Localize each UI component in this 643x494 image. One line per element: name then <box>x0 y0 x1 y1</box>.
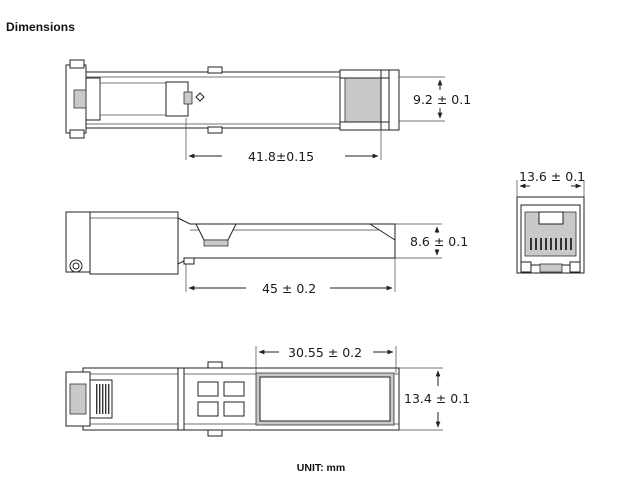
dim-bottom-view-width: 13.4 ± 0.1 <box>404 391 470 406</box>
top-view: 9.2 ± 0.1 41.8±0.15 <box>65 59 471 164</box>
dim-top-view-width: 9.2 ± 0.1 <box>413 92 471 107</box>
page-title: Dimensions <box>6 20 76 34</box>
dim-bottom-view-window: 30.55 ± 0.2 <box>288 345 362 360</box>
dim-side-view-length: 45 ± 0.2 <box>262 281 316 296</box>
dim-top-view-length: 41.8±0.15 <box>248 149 314 164</box>
end-view: 13.6 ± 0.1 <box>516 169 585 274</box>
rj45-contacts <box>530 238 572 250</box>
dim-end-view-width: 13.6 ± 0.1 <box>519 169 585 184</box>
bottom-view: 30.55 ± 0.2 13.4 ± 0.1 <box>65 345 470 437</box>
unit-label: UNIT: mm <box>297 462 345 474</box>
dim-side-view-height: 8.6 ± 0.1 <box>410 234 468 249</box>
connector-pins <box>96 384 110 414</box>
side-view: 8.6 ± 0.1 45 ± 0.2 <box>65 211 468 296</box>
